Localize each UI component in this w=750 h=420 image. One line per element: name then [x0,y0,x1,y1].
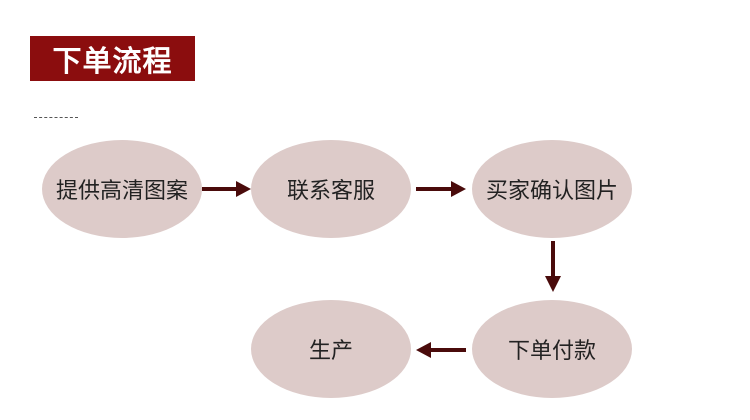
arrow-4-to-5 [416,342,466,358]
step-node-3: 买家确认图片 [472,140,632,238]
step-node-4: 下单付款 [472,300,632,398]
page-title: 下单流程 [30,36,195,81]
arrow-3-to-4 [545,241,561,292]
arrow-1-to-2 [202,181,251,197]
step-node-1: 提供高清图案 [42,140,202,238]
arrow-2-to-3 [416,181,466,197]
dashed-divider [34,117,78,118]
step-node-2: 联系客服 [251,140,411,238]
step-node-5: 生产 [251,300,411,398]
